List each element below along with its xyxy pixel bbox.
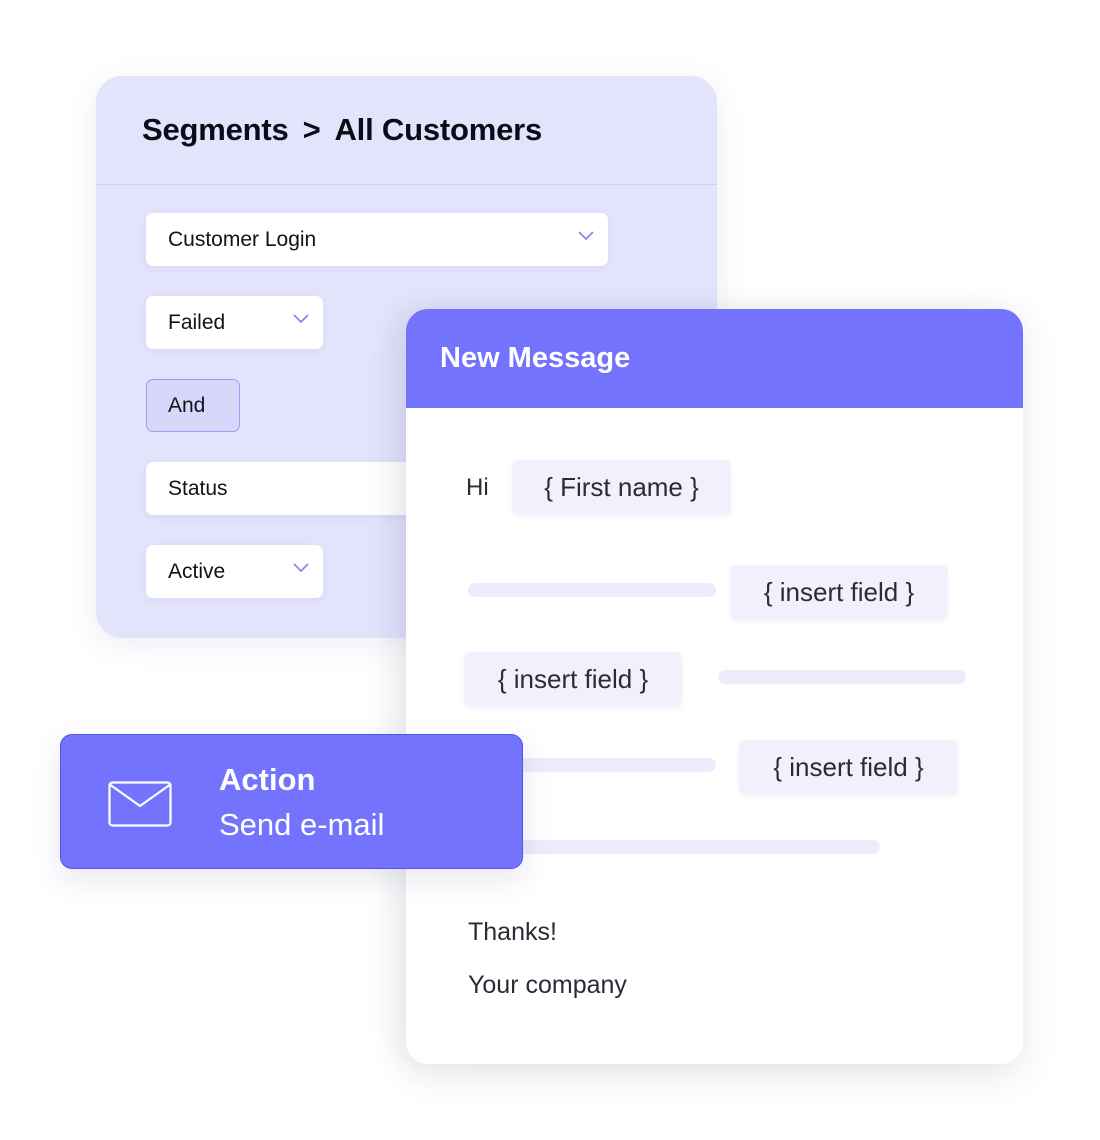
send-email-action[interactable]: Action Send e-mail: [60, 734, 523, 869]
dropdown-value: Active: [168, 559, 226, 583]
action-title: Action: [219, 762, 316, 797]
active-dropdown[interactable]: Active: [146, 545, 323, 598]
insert-field-token[interactable]: { insert field }: [730, 565, 948, 620]
token-label: { insert field }: [763, 577, 915, 607]
dropdown-value: Failed: [168, 310, 226, 334]
action-subtitle: Send e-mail: [219, 807, 385, 842]
text-placeholder-bar: [718, 670, 966, 684]
breadcrumb-separator: >: [302, 112, 321, 147]
dropdown-value: Status: [168, 476, 228, 500]
chevron-down-icon: [578, 230, 594, 245]
first-name-token[interactable]: { First name }: [512, 460, 731, 515]
segments-header: Segments > All Customers: [96, 76, 717, 185]
insert-field-token[interactable]: { insert field }: [739, 740, 958, 795]
token-label: { insert field }: [773, 752, 924, 782]
greeting-text: Hi: [466, 474, 489, 501]
new-message-panel: New Message Hi { First name } { insert f…: [406, 309, 1023, 1064]
breadcrumb: Segments > All Customers: [142, 112, 542, 148]
text-placeholder-bar: [468, 758, 716, 772]
closing-text: Thanks!: [468, 918, 557, 946]
token-label: { insert field }: [497, 664, 649, 694]
envelope-icon: [108, 781, 172, 827]
breadcrumb-all-customers: All Customers: [334, 112, 543, 147]
breadcrumb-segments[interactable]: Segments: [142, 112, 289, 147]
chevron-down-icon: [293, 313, 309, 328]
and-label: And: [168, 393, 206, 417]
text-placeholder-bar: [468, 583, 716, 597]
and-operator-button[interactable]: And: [146, 379, 240, 432]
signature-text: Your company: [468, 971, 627, 999]
insert-field-token[interactable]: { insert field }: [464, 652, 682, 707]
customer-login-dropdown[interactable]: Customer Login: [146, 213, 608, 266]
message-title: New Message: [440, 342, 631, 374]
message-header: New Message: [406, 309, 1023, 408]
text-placeholder-bar: [468, 840, 880, 854]
failed-dropdown[interactable]: Failed: [146, 296, 323, 349]
token-label: { First name }: [544, 472, 699, 502]
chevron-down-icon: [293, 562, 309, 577]
dropdown-value: Customer Login: [168, 227, 317, 251]
